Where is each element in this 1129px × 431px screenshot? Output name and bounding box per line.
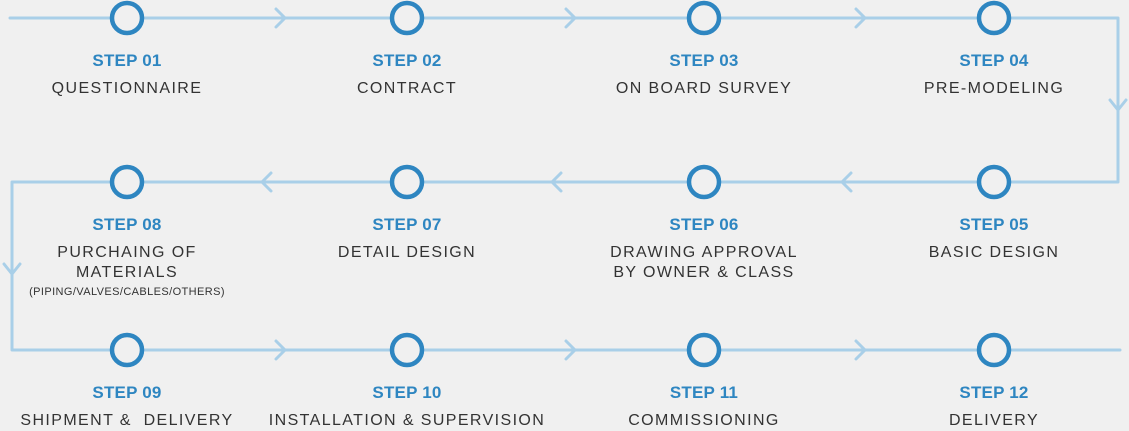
step-title: BASIC DESIGN — [928, 244, 1060, 261]
step-card-07: STEP 07 DETAIL DESIGN — [267, 215, 547, 263]
step-title: CONTRACT — [356, 80, 458, 97]
step-title: DRAWING APPROVAL BY OWNER & CLASS — [610, 244, 798, 281]
step-node-10 — [389, 332, 425, 368]
step-card-10: STEP 10 INSTALLATION & SUPERVISION — [267, 383, 547, 431]
arrow-left-icon — [260, 171, 273, 193]
step-number: STEP 12 — [959, 383, 1029, 402]
step-subtitle: (PIPING/VALVES/CABLES/OTHERS) — [29, 286, 225, 298]
step-title: SHIPMENT & DELIVERY — [20, 412, 234, 429]
step-node-06 — [686, 164, 722, 200]
step-node-02 — [389, 0, 425, 36]
step-number: STEP 06 — [669, 215, 739, 234]
step-title: PRE-MODELING — [923, 80, 1065, 97]
step-card-12: STEP 12 DELIVERY — [854, 383, 1129, 431]
arrow-right-icon — [564, 7, 577, 29]
step-card-03: STEP 03 ON BOARD SURVEY — [564, 51, 844, 99]
arrow-right-icon — [854, 339, 867, 361]
step-number: STEP 08 — [92, 215, 162, 234]
step-card-05: STEP 05 BASIC DESIGN — [854, 215, 1129, 263]
step-node-07 — [389, 164, 425, 200]
step-number: STEP 03 — [669, 51, 739, 70]
step-title: PURCHAING OF MATERIALS — [57, 244, 197, 281]
arrow-left-icon — [840, 171, 853, 193]
arrow-right-icon — [274, 339, 287, 361]
step-number: STEP 05 — [959, 215, 1029, 234]
step-card-02: STEP 02 CONTRACT — [267, 51, 547, 99]
arrow-down-icon — [2, 262, 22, 276]
step-node-08 — [109, 164, 145, 200]
step-number: STEP 02 — [372, 51, 442, 70]
step-title: COMMISSIONING — [628, 412, 780, 429]
flow-connector-line — [8, 16, 1122, 352]
arrow-right-icon — [564, 339, 577, 361]
step-node-05 — [976, 164, 1012, 200]
step-card-09: STEP 09 SHIPMENT & DELIVERY — [0, 383, 267, 431]
arrow-right-icon — [854, 7, 867, 29]
step-card-11: STEP 11 COMMISSIONING — [564, 383, 844, 431]
step-number: STEP 10 — [372, 383, 442, 402]
step-number: STEP 11 — [669, 383, 739, 402]
arrow-left-icon — [550, 171, 563, 193]
step-node-01 — [109, 0, 145, 36]
step-number: STEP 07 — [372, 215, 442, 234]
step-title: INSTALLATION & SUPERVISION — [268, 412, 546, 429]
step-title: DETAIL DESIGN — [337, 244, 477, 261]
step-number: STEP 04 — [959, 51, 1029, 70]
step-card-06: STEP 06 DRAWING APPROVAL BY OWNER & CLAS… — [564, 215, 844, 283]
step-title: DELIVERY — [948, 412, 1040, 429]
step-number: STEP 09 — [92, 383, 162, 402]
step-card-01: STEP 01 QUESTIONNAIRE — [0, 51, 267, 99]
step-node-09 — [109, 332, 145, 368]
arrow-right-icon — [274, 7, 287, 29]
step-node-04 — [976, 0, 1012, 36]
step-card-08: STEP 08 PURCHAING OF MATERIALS (PIPING/V… — [0, 215, 267, 299]
step-title: QUESTIONNAIRE — [51, 80, 203, 97]
step-number: STEP 01 — [92, 51, 162, 70]
step-node-11 — [686, 332, 722, 368]
step-node-03 — [686, 0, 722, 36]
step-title: ON BOARD SURVEY — [615, 80, 793, 97]
arrow-down-icon — [1108, 98, 1128, 112]
step-card-04: STEP 04 PRE-MODELING — [854, 51, 1129, 99]
step-node-12 — [976, 332, 1012, 368]
